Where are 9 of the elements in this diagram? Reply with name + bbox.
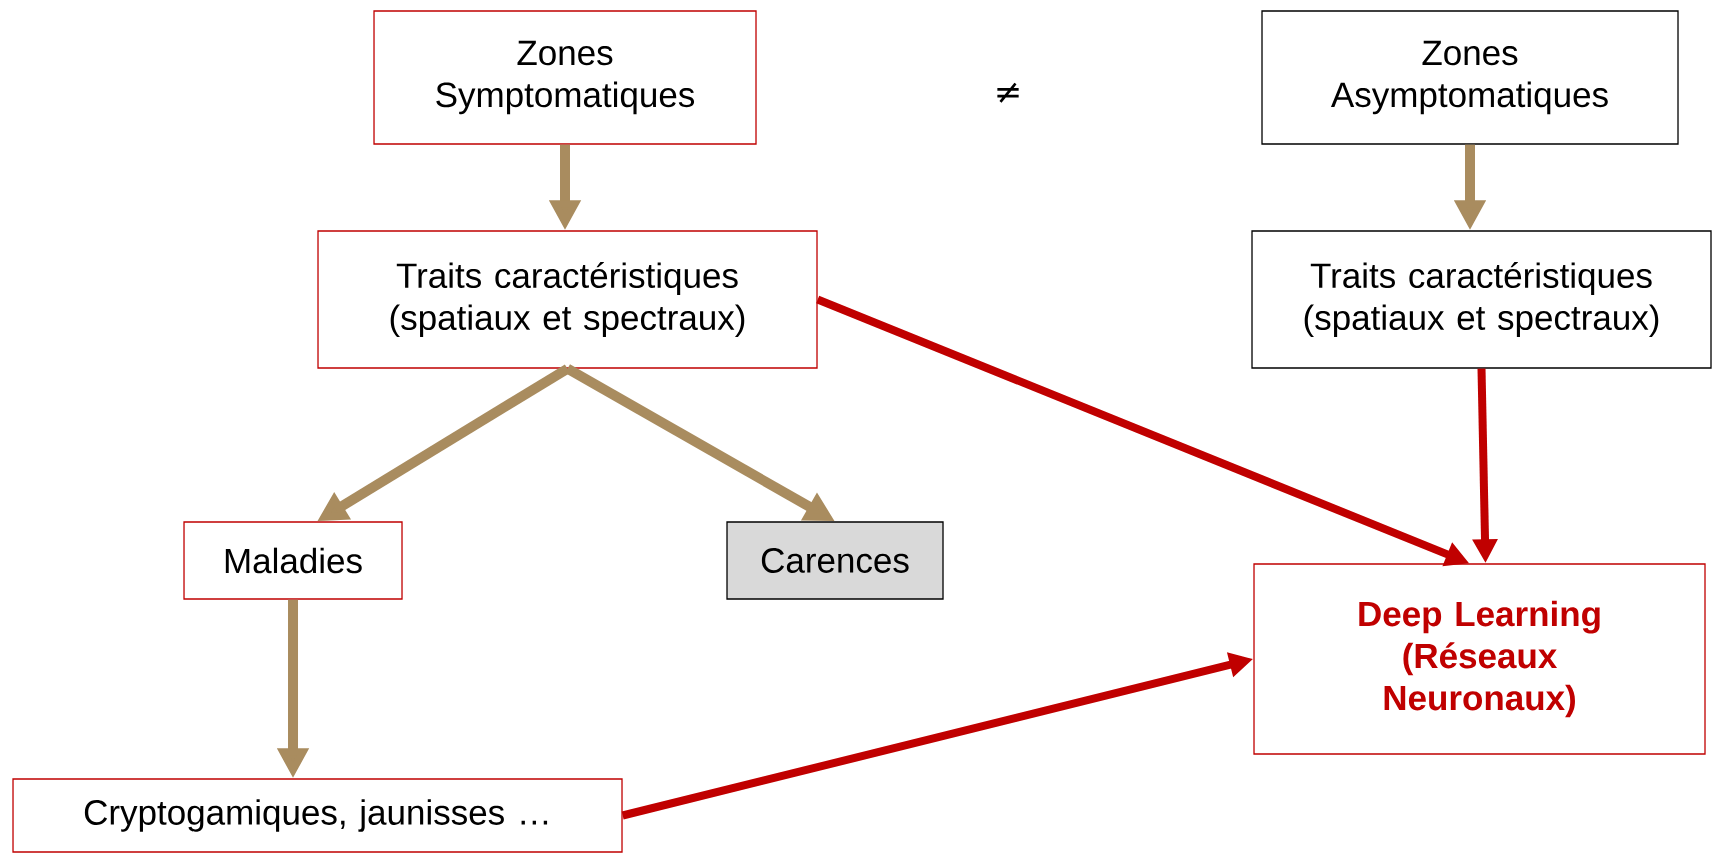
process-box: Cryptogamiques, jaunisses … <box>12 778 623 853</box>
not-equal-sign: ≠ <box>997 82 1019 103</box>
process-box: Traits caractéristiques (spatiaux et spectraux) <box>317 230 818 369</box>
process-box: Carences <box>726 521 944 600</box>
process-box: Maladies <box>183 521 403 600</box>
model-box: Deep Learning (Réseaux Neuronaux) <box>1253 563 1706 755</box>
process-box: Zones Symptomatiques <box>373 10 757 145</box>
process-box: Zones Asymptomatiques <box>1261 10 1679 145</box>
process-box: Traits caractéristiques (spatiaux et spectraux) <box>1251 230 1712 369</box>
